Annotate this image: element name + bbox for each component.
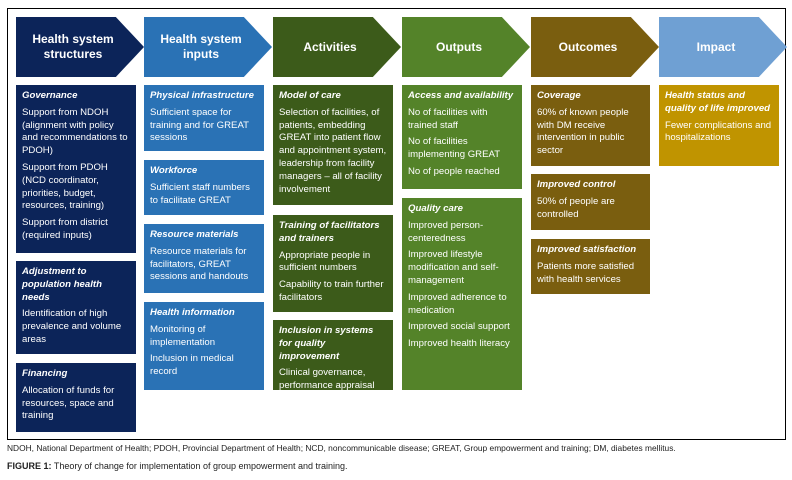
box-item: Allocation of funds for resources, space… [22,384,115,422]
caption-text: Theory of change for implementation of g… [53,461,348,471]
box-title: Training of facilitators and trainers [279,220,380,244]
box-item: Improved social support [408,321,510,333]
column-header-3: Activities [273,17,401,77]
box-item: Identification of high prevalence and vo… [22,308,122,345]
box-item: Improved adherence to medication [408,291,507,316]
box-title: Inclusion in systems for quality improve… [279,325,374,362]
box-title: Improved satisfaction [537,244,637,255]
box-item: Support from NDOH (alignment with policy… [22,106,128,157]
box-item: Support from district (required inputs) [22,217,108,241]
box-item: 60% of known people with DM receive inte… [537,106,629,157]
box-item: Support from PDOH (NCD coordinator, prio… [22,161,108,212]
figure-caption: FIGURE 1: Theory of change for implement… [7,461,348,471]
box-title: Physical infrastructure [150,90,254,101]
box-item: Improved person-centeredness [408,219,484,244]
caption-label: FIGURE 1: [7,461,52,471]
diagram-box: Inclusion in systems for quality improve… [273,320,393,392]
box-item: Improved health literacy [408,338,510,350]
box-item: 50% of people are controlled [537,195,615,220]
diagram-box: Improved control 50% of people are contro… [531,174,650,230]
box-title: Access and availability [408,90,514,101]
box-title: Adjustment to population health needs [22,266,102,303]
diagram-box: Access and availability No of facilities … [402,85,522,189]
column-header-2: Health system inputs [144,17,272,77]
box-item: No of people reached [408,165,500,177]
box-title: Workforce [150,165,198,176]
box-item: Sufficient space for training and for GR… [150,106,249,144]
box-item: Patients more satisfied with health serv… [537,260,635,285]
diagram-frame [7,8,786,440]
box-title: Model of care [279,90,341,101]
box-title: Health information [150,307,235,318]
box-title: Improved control [537,179,616,190]
diagram-box: Health status and quality of life improv… [659,85,779,166]
box-item: Fewer complications and hospitalizations [665,119,772,144]
box-item: Appropriate people in sufficient numbers [279,249,371,274]
diagram-box: Coverage 60% of known people with DM rece… [531,85,650,166]
box-title: Resource materials [150,229,239,240]
column-header-5: Outcomes [531,17,659,77]
column-header-4: Outputs [402,17,530,77]
column-header-6: Impact [659,17,787,77]
box-item: Monitoring of implementation [150,323,216,348]
box-item: Resource materials for facilitators, GRE… [150,245,249,283]
box-item: Clinical governance, performance apprais… [279,367,375,392]
box-title: Coverage [537,90,581,101]
box-item: Inclusion in medical record [150,353,234,378]
box-title: Health status and quality of life improv… [665,90,771,114]
footnote: NDOH, National Department of Health; PDO… [7,443,676,453]
box-title: Financing [22,368,68,379]
box-title: Governance [22,90,78,101]
box-title: Quality care [408,203,463,214]
box-item: No of facilities with trained staff [408,106,488,131]
box-item: Improved lifestyle modification and self… [408,249,499,286]
box-item: Sufficient staff numbers to facilitate G… [150,181,250,206]
box-item: Capability to train further facilitators [279,279,384,303]
box-item: No of facilities implementing GREAT [408,136,501,161]
column-header-1: Health system structures [16,17,144,77]
box-item: Selection of facilities, of patients, em… [279,106,387,195]
